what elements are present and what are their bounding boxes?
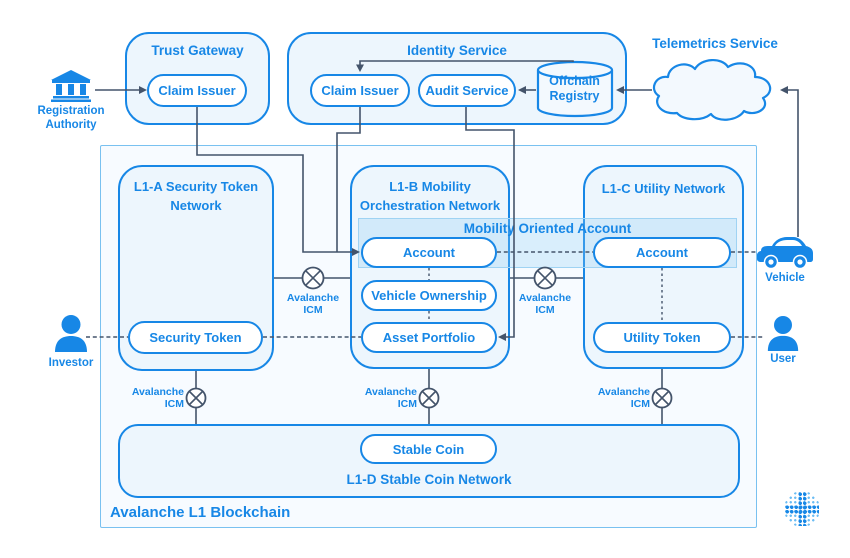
l1a-title: L1-A Security Token Network bbox=[133, 179, 259, 213]
telemetrics-cloud-icon bbox=[652, 59, 772, 121]
user-label: User bbox=[770, 353, 796, 365]
investor-person-icon bbox=[55, 315, 87, 352]
vehicle-ownership-pill: Vehicle Ownership bbox=[361, 280, 497, 311]
mobility-oriented-account-label: Mobility Oriented Account bbox=[463, 221, 632, 236]
offchain-registry-label: Offchain Registry bbox=[549, 74, 600, 103]
trust-gateway-claim-issuer-pill: Claim Issuer bbox=[147, 74, 247, 107]
offchain-registry-database-icon bbox=[536, 60, 614, 118]
vehicle-label: Vehicle bbox=[765, 272, 805, 284]
asset-portfolio-pill: Asset Portfolio bbox=[361, 322, 497, 353]
registration-authority-label: Registration Authority bbox=[37, 105, 105, 131]
l1d-title: L1-D Stable Coin Network bbox=[346, 472, 512, 487]
l1b-account-pill: Account bbox=[361, 237, 497, 268]
bank-icon bbox=[51, 70, 91, 102]
vehicle-car-icon bbox=[757, 237, 813, 269]
audit-service-pill: Audit Service bbox=[418, 74, 516, 107]
user-person-icon bbox=[767, 316, 799, 352]
security-token-pill: Security Token bbox=[128, 321, 263, 354]
investor-label: Investor bbox=[48, 357, 94, 369]
avalanche-l1-blockchain-label: Avalanche L1 Blockchain bbox=[110, 504, 291, 521]
trust-gateway-title: Trust Gateway bbox=[151, 43, 244, 58]
identity-service-title: Identity Service bbox=[407, 43, 507, 58]
l1c-account-pill: Account bbox=[593, 237, 731, 268]
identity-claim-issuer-pill: Claim Issuer bbox=[310, 74, 410, 107]
stable-coin-pill: Stable Coin bbox=[360, 434, 497, 464]
telemetrics-service-label: Telemetrics Service bbox=[652, 36, 778, 51]
l1c-title: L1-C Utility Network bbox=[601, 181, 726, 196]
halftone-logo-icon bbox=[784, 491, 820, 527]
utility-token-pill: Utility Token bbox=[593, 322, 731, 353]
l1b-title: L1-B Mobility Orchestration Network bbox=[359, 179, 501, 213]
